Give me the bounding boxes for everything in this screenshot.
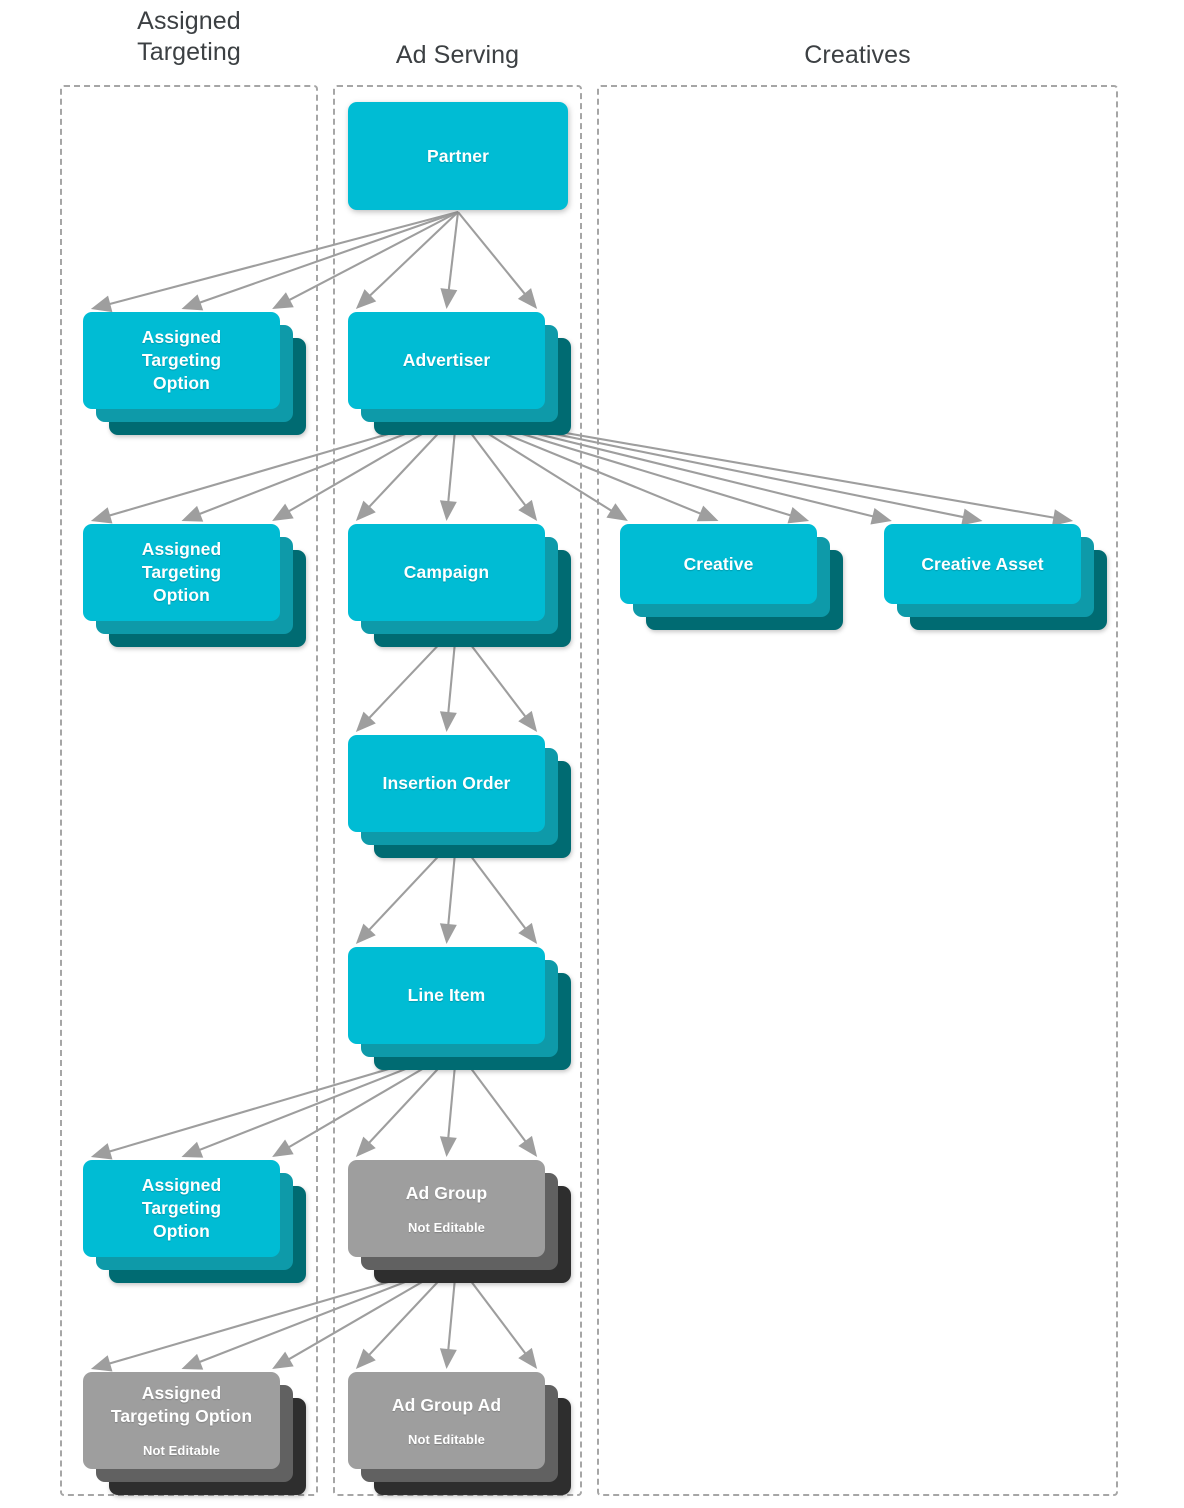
node-face-ad-group-ad[interactable]: Ad Group Ad Not Editable	[348, 1372, 545, 1469]
node-face-insertion-order[interactable]: Insertion Order	[348, 735, 545, 832]
group-title-ad-serving: Ad Serving	[395, 41, 520, 69]
node-label: Assigned Targeting Option	[141, 327, 222, 393]
node-face-campaign[interactable]: Campaign	[348, 524, 545, 621]
node-face-partner[interactable]: Partner	[348, 102, 568, 210]
node-face-creative[interactable]: Creative	[620, 524, 817, 604]
node-label: Advertiser	[402, 350, 491, 370]
node-assigned-targeting-option-line-item[interactable]: Assigned Targeting Option	[83, 1160, 306, 1283]
node-label: Ad Group	[405, 1182, 488, 1203]
node-face-advertiser[interactable]: Advertiser	[348, 312, 545, 409]
node-face-assigned-targeting-option-partner[interactable]: Assigned Targeting Option	[83, 312, 280, 409]
node-face-creative-asset[interactable]: Creative Asset	[884, 524, 1081, 604]
node-label: Assigned Targeting Option	[110, 1383, 253, 1426]
group-title-assigned-targeting: Assigned Targeting	[137, 7, 241, 66]
node-label: Insertion Order	[382, 773, 511, 793]
node-line-item[interactable]: Line Item	[348, 947, 571, 1070]
node-insertion-order[interactable]: Insertion Order	[348, 735, 571, 858]
group-frame-creatives	[597, 85, 1118, 1496]
node-advertiser[interactable]: Advertiser	[348, 312, 571, 435]
node-assigned-targeting-option-advertiser[interactable]: Assigned Targeting Option	[83, 524, 306, 647]
node-face-line-item[interactable]: Line Item	[348, 947, 545, 1044]
node-creative-asset[interactable]: Creative Asset	[884, 524, 1107, 630]
group-title-creatives: Creatives	[804, 41, 911, 69]
node-editability-note: Not Editable	[407, 1219, 486, 1235]
node-face-assigned-targeting-option-line-item[interactable]: Assigned Targeting Option	[83, 1160, 280, 1257]
node-editability-note: Not Editable	[407, 1431, 486, 1447]
group-frame-ad-serving	[333, 85, 582, 1496]
node-label: Creative Asset	[921, 553, 1044, 574]
node-label: Creative	[683, 553, 754, 574]
node-editability-note: Not Editable	[142, 1443, 221, 1458]
node-label: Assigned Targeting Option	[141, 1175, 222, 1241]
node-label: Line Item	[407, 985, 486, 1005]
node-campaign[interactable]: Campaign	[348, 524, 571, 647]
node-creative[interactable]: Creative	[620, 524, 843, 630]
node-label: Campaign	[403, 562, 490, 582]
node-label: Ad Group Ad	[391, 1394, 502, 1415]
node-face-assigned-targeting-option-advertiser[interactable]: Assigned Targeting Option	[83, 524, 280, 621]
group-frame-assigned-targeting	[60, 85, 318, 1496]
node-ad-group-ad[interactable]: Ad Group Ad Not Editable	[348, 1372, 571, 1495]
node-partner[interactable]: Partner	[348, 102, 594, 236]
node-label: Assigned Targeting Option	[141, 539, 222, 605]
node-assigned-targeting-option-partner[interactable]: Assigned Targeting Option	[83, 312, 306, 435]
node-label: Partner	[427, 145, 489, 166]
